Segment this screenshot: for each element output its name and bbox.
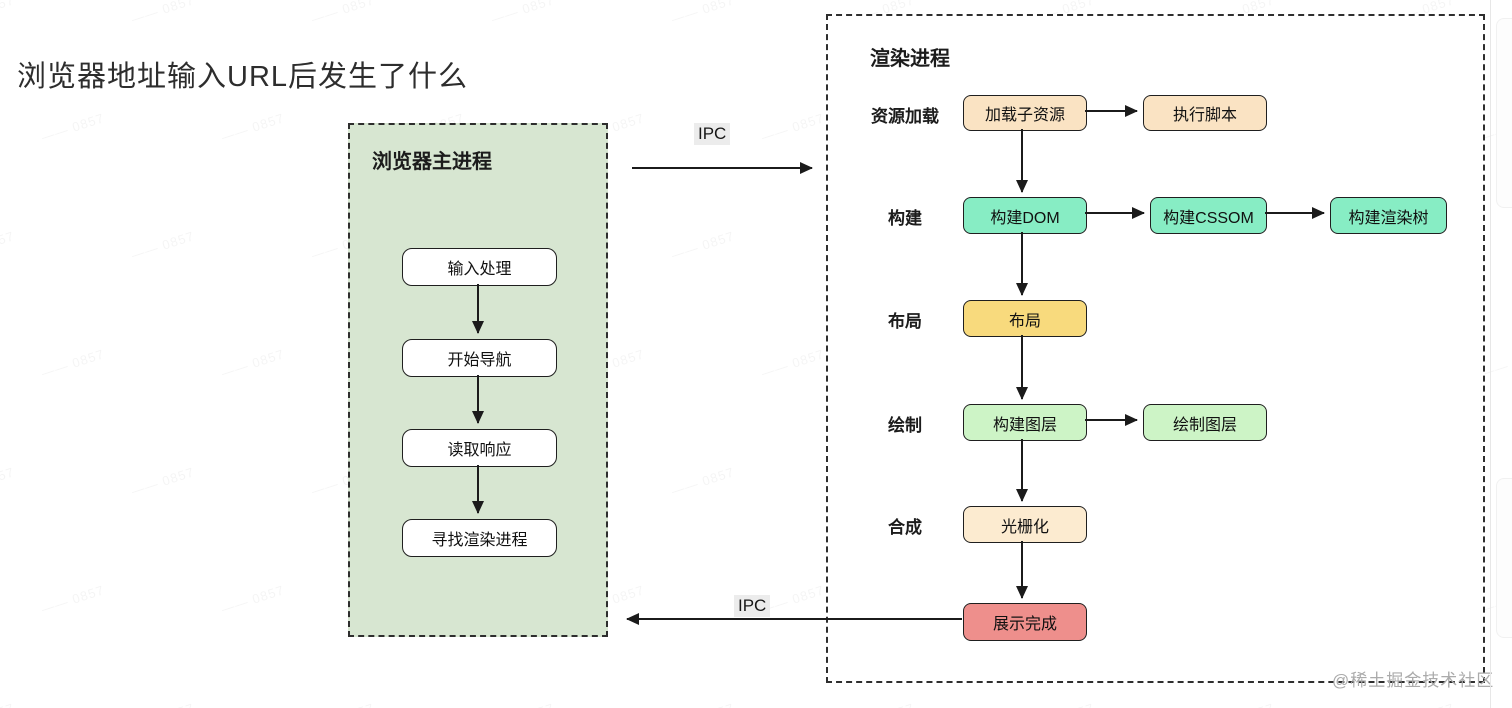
row-label-paint: 绘制 (888, 416, 922, 435)
node-execute-script: 执行脚本 (1143, 95, 1267, 131)
diagonal-watermark: —— 0857 (0, 700, 16, 708)
diagonal-watermark: —— 0857 (39, 346, 106, 381)
diagonal-watermark: —— 0857 (39, 582, 106, 617)
diagonal-watermark: —— 0857 (759, 346, 826, 381)
page-edge-divider (1490, 0, 1491, 708)
render-process-panel: 渲染进程 资源加载 构建 布局 绘制 合成 加载子资源 执行脚本 构建DOM 构… (826, 14, 1485, 683)
ipc-label-top: IPC (694, 123, 731, 145)
row-label-layout: 布局 (888, 312, 922, 331)
node-paint-layers: 绘制图层 (1143, 404, 1267, 441)
node-build-cssom: 构建CSSOM (1150, 197, 1267, 234)
diagonal-watermark: —— 0857 (1389, 700, 1456, 708)
diagonal-watermark: —— 0857 (759, 110, 826, 145)
diagonal-watermark: —— 0857 (219, 346, 286, 381)
diagonal-watermark: —— 0857 (1029, 700, 1096, 708)
ipc-label-bottom: IPC (734, 595, 771, 617)
diagonal-watermark: —— 0857 (219, 110, 286, 145)
page-edge-decoration (1496, 18, 1512, 208)
diagonal-watermark: —— 0857 (129, 700, 196, 708)
diagonal-watermark: —— 0857 (0, 464, 16, 499)
node-input-handling: 输入处理 (402, 248, 557, 286)
page-edge-decoration (1496, 478, 1512, 638)
diagonal-watermark: —— 0857 (309, 700, 376, 708)
node-build-dom: 构建DOM (963, 197, 1087, 234)
node-start-navigation: 开始导航 (402, 339, 557, 377)
diagonal-watermark: —— 0857 (39, 110, 106, 145)
diagonal-watermark: —— 0857 (1209, 700, 1276, 708)
diagonal-watermark: —— 0857 (309, 0, 376, 27)
diagonal-watermark: —— 0857 (0, 228, 16, 263)
node-find-render-process: 寻找渲染进程 (402, 519, 557, 557)
main-process-title: 浏览器主进程 (372, 151, 492, 173)
node-read-response: 读取响应 (402, 429, 557, 467)
diagonal-watermark: —— 0857 (489, 700, 556, 708)
diagonal-watermark: —— 0857 (669, 700, 736, 708)
diagonal-watermark: —— 0857 (849, 700, 916, 708)
diagonal-watermark: —— 0857 (129, 228, 196, 263)
diagonal-watermark: —— 0857 (0, 0, 16, 27)
diagonal-watermark: —— 0857 (129, 0, 196, 27)
node-build-layers: 构建图层 (963, 404, 1087, 441)
page-title: 浏览器地址输入URL后发生了什么 (17, 61, 469, 93)
render-process-title: 渲染进程 (870, 48, 950, 70)
row-label-build: 构建 (888, 209, 922, 228)
main-process-panel: 浏览器主进程 输入处理 开始导航 读取响应 寻找渲染进程 (348, 123, 608, 637)
diagonal-watermark: —— 0857 (669, 0, 736, 27)
node-build-render-tree: 构建渲染树 (1330, 197, 1447, 234)
row-label-resource-loading: 资源加载 (871, 107, 939, 126)
diagonal-watermark: —— 0857 (219, 582, 286, 617)
node-display-complete: 展示完成 (963, 603, 1087, 641)
node-rasterize: 光栅化 (963, 506, 1087, 543)
node-load-subresources: 加载子资源 (963, 95, 1087, 131)
row-label-composite: 合成 (888, 518, 922, 537)
credit-watermark: @稀土掘金技术社区 (1332, 671, 1495, 690)
node-layout: 布局 (963, 300, 1087, 337)
diagonal-watermark: —— 0857 (669, 464, 736, 499)
diagonal-watermark: —— 0857 (129, 464, 196, 499)
diagonal-watermark: —— 0857 (669, 228, 736, 263)
diagonal-watermark: —— 0857 (489, 0, 556, 27)
